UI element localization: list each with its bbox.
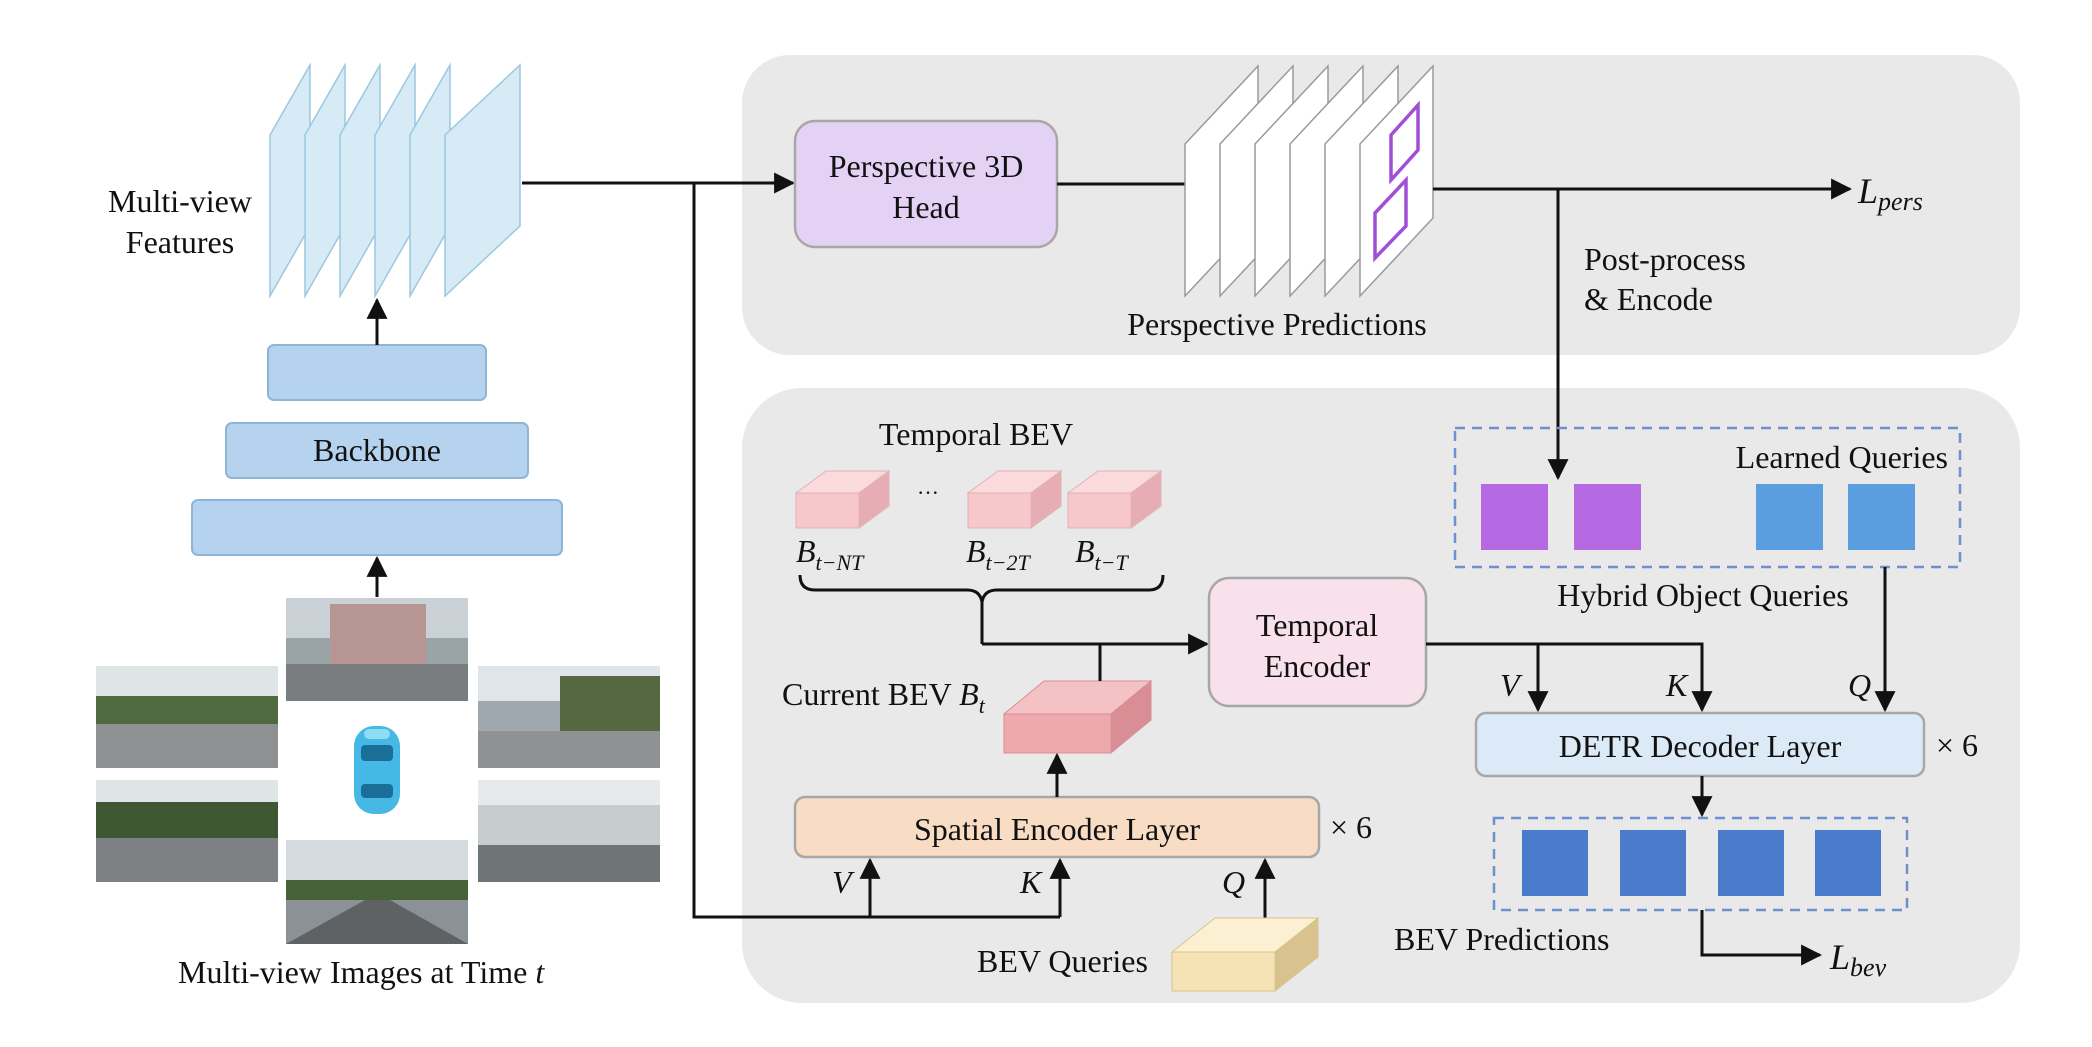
- perspective-3d-head: [793, 119, 1059, 249]
- camera-image-back-left: [96, 780, 278, 882]
- post-process-label-line2: & Encode: [1584, 281, 1713, 317]
- spatial-repeat-label: × 6: [1330, 809, 1372, 845]
- backbone-top-block: [267, 344, 487, 401]
- spatial-encoder-label: Spatial Encoder Layer: [914, 811, 1200, 847]
- bev-cube-t-t: [1066, 470, 1163, 529]
- perspective-predictions-label: Perspective Predictions: [1127, 306, 1426, 342]
- hybrid-query-purple-2: [1574, 484, 1641, 550]
- loss-pers: Lpers: [1857, 171, 1923, 216]
- bev-prediction-1: [1522, 830, 1588, 896]
- temporal-bev-label: Temporal BEV: [879, 416, 1073, 452]
- detr-decoder-layer: [1474, 711, 1926, 778]
- bev-cube-t-2t: [966, 470, 1063, 529]
- features-to-spatial-line: [692, 183, 1060, 919]
- hybrid-queries-label: Hybrid Object Queries: [1557, 577, 1848, 613]
- b-t-2t-label: Bt−2T: [966, 533, 1032, 575]
- prediction-box-lower: [1373, 175, 1408, 263]
- detr-decoder-label: DETR Decoder Layer: [1559, 728, 1842, 764]
- bev-predictions-box: [1492, 816, 1909, 912]
- head-label-line1: Perspective 3D: [829, 148, 1024, 184]
- backbone-bottom-block: [191, 499, 563, 556]
- spatial-q-label: Q: [1222, 864, 1245, 900]
- bev-ellipsis: ···: [917, 480, 939, 505]
- bev-queries-cube: [1170, 916, 1320, 993]
- bev-cube-t-nt: [794, 470, 891, 529]
- current-bev-cube: [1002, 679, 1153, 755]
- camera-image-back: [286, 840, 468, 944]
- camera-image-front: [286, 598, 468, 701]
- predictions-to-bev-loss-arrow: [1700, 910, 1823, 966]
- camera-image-back-right: [478, 780, 660, 882]
- hybrid-query-purple-1: [1481, 484, 1548, 550]
- camera-image-front-left: [96, 666, 278, 768]
- backbone-label: Backbone: [313, 432, 441, 468]
- detr-k-label: K: [1665, 667, 1689, 703]
- features-label-line1: Multi-view: [108, 183, 252, 219]
- spatial-v-label: V: [832, 864, 855, 900]
- spatial-k-label: K: [1019, 864, 1043, 900]
- features-label-line2: Features: [126, 224, 234, 260]
- temporal-encoder: [1207, 576, 1428, 708]
- detr-q-label: Q: [1848, 667, 1871, 703]
- hybrid-query-blue-1: [1756, 484, 1823, 550]
- learned-queries-label: Learned Queries: [1736, 439, 1948, 475]
- detr-repeat-label: × 6: [1936, 727, 1978, 763]
- perspective-prediction-planes: [1184, 64, 1434, 298]
- temporal-to-detr-line: [1426, 642, 1713, 713]
- head-label-line2: Head: [892, 189, 960, 225]
- multi-view-feature-planes: [269, 62, 521, 299]
- bev-prediction-2: [1620, 830, 1686, 896]
- hybrid-query-blue-2: [1848, 484, 1915, 550]
- bev-prediction-3: [1718, 830, 1784, 896]
- bev-prediction-4: [1815, 830, 1881, 896]
- bev-queries-label: BEV Queries: [977, 943, 1148, 979]
- bev-predictions-label: BEV Predictions: [1394, 921, 1609, 957]
- b-t-t-label: Bt−T: [1075, 533, 1130, 575]
- car-icon: [354, 726, 400, 814]
- b-t-nt-label: Bt−NT: [796, 533, 865, 575]
- post-process-label-line1: Post-process: [1584, 241, 1746, 277]
- camera-image-front-right: [478, 666, 660, 768]
- backbone-block: [225, 422, 529, 479]
- temporal-encoder-line1: Temporal: [1256, 607, 1378, 643]
- temporal-encoder-line2: Encoder: [1264, 648, 1371, 684]
- loss-bev: Lbev: [1829, 937, 1887, 982]
- current-bev-label: Current BEV Bt: [782, 676, 986, 718]
- images-label: Multi-view Images at Time t: [178, 954, 545, 990]
- detr-v-label: V: [1500, 667, 1523, 703]
- prediction-box-upper: [1389, 100, 1420, 185]
